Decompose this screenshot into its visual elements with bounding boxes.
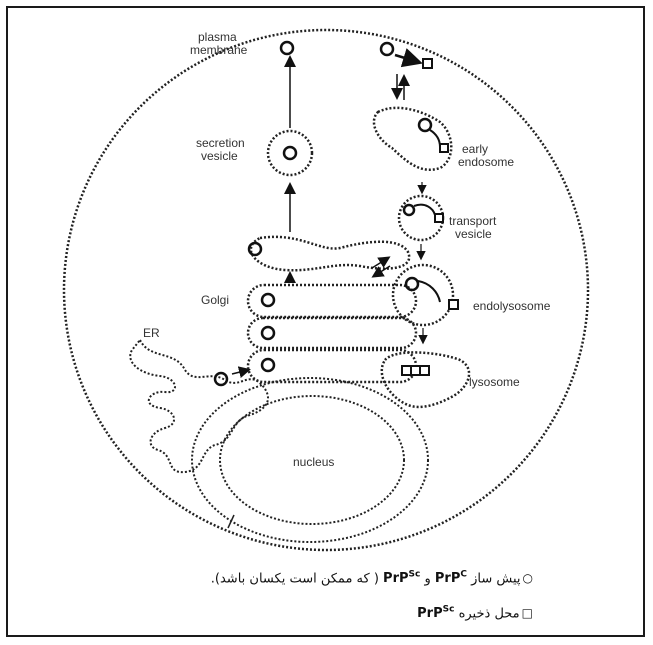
legend-storage-text: محل ذخیره bbox=[459, 606, 520, 621]
label-endosome: endosome bbox=[458, 155, 514, 169]
transport-prion bbox=[404, 205, 414, 215]
er-shape bbox=[130, 340, 268, 472]
label-lysosome: lysosome bbox=[469, 375, 520, 389]
trans-golgi bbox=[251, 237, 409, 270]
legend-prpc: PrPC bbox=[435, 571, 467, 586]
er-vesicle bbox=[215, 373, 227, 385]
golgi-prion-1 bbox=[262, 359, 274, 371]
golgi-prion-3 bbox=[262, 294, 274, 306]
golgi-prion-2 bbox=[262, 327, 274, 339]
label-golgi: Golgi bbox=[201, 293, 229, 307]
membrane-prion-1 bbox=[281, 42, 293, 54]
circle-legend-icon: ○ bbox=[523, 571, 533, 585]
legend-storage-prpsc: PrPSc bbox=[417, 606, 454, 621]
square-legend-icon: □ bbox=[522, 606, 533, 620]
endolysosome-link bbox=[418, 281, 440, 302]
bottom-tick bbox=[228, 515, 234, 528]
label-membrane: membrane bbox=[190, 43, 248, 57]
label-secretion-vesicle: vesicle bbox=[201, 149, 238, 163]
cell-membrane bbox=[64, 30, 588, 550]
secretion-prion bbox=[284, 147, 296, 159]
membrane-prpsc-square bbox=[423, 59, 432, 68]
endolysosome-prion bbox=[406, 278, 418, 290]
membrane-prion-2 bbox=[381, 43, 393, 55]
label-er: ER bbox=[143, 326, 160, 340]
label-plasma: plasma bbox=[198, 30, 237, 44]
lysosome-square-1 bbox=[402, 366, 411, 375]
transport-link bbox=[414, 205, 435, 215]
early-endosome-link bbox=[430, 130, 440, 147]
label-endolysosome: endolysosome bbox=[473, 299, 551, 313]
conversion-arrow bbox=[395, 55, 418, 62]
lysosome-square-2 bbox=[411, 366, 420, 375]
lysosome-square-3 bbox=[420, 366, 429, 375]
secretion-vesicle bbox=[268, 131, 312, 175]
golgi-endo-arrow-1 bbox=[372, 258, 388, 268]
endolysosome bbox=[393, 265, 453, 325]
label-transport-vesicle: vesicle bbox=[455, 227, 492, 241]
er-to-golgi-arrow bbox=[232, 370, 248, 374]
legend-line-1: ○پیش ساز PrPC و PrPSc ( که ممکن است یکسا… bbox=[113, 570, 533, 586]
early-endosome-prion bbox=[419, 119, 431, 131]
early-endosome bbox=[374, 108, 451, 170]
transport-square bbox=[435, 214, 443, 222]
early-endosome-square bbox=[440, 144, 448, 152]
label-secretion: secretion bbox=[196, 136, 245, 150]
legend-line-2: □محل ذخیره PrPSc bbox=[113, 605, 533, 621]
legend-prpsc: PrPSc bbox=[383, 571, 420, 586]
endolysosome-square bbox=[449, 300, 458, 309]
label-transport: transport bbox=[449, 214, 497, 228]
legend-note: ( که ممکن است یکسان باشد). bbox=[211, 571, 379, 586]
lysosome bbox=[382, 352, 469, 407]
legend-precursor-text: پیش ساز bbox=[471, 571, 520, 586]
legend-and: و bbox=[424, 571, 430, 586]
tgn-prion bbox=[249, 243, 261, 255]
label-nucleus: nucleus bbox=[293, 455, 334, 469]
label-early: early bbox=[462, 142, 488, 156]
